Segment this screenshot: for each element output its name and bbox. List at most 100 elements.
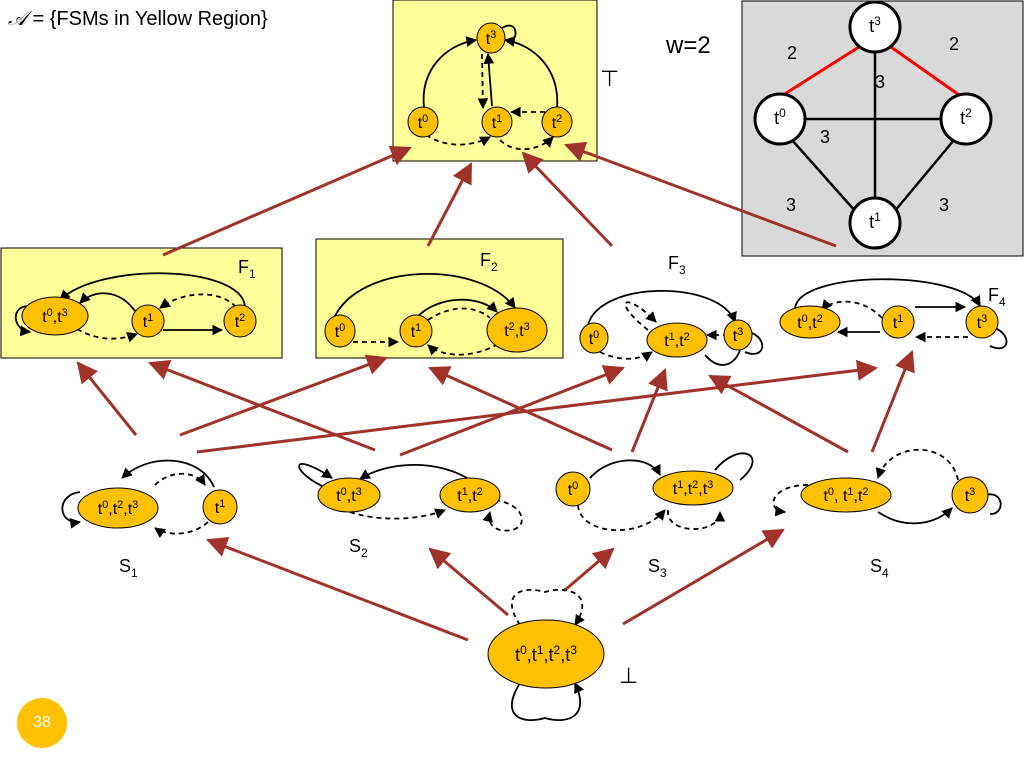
node-label: t0,t2,t3 <box>98 499 139 518</box>
node-label-sup: 1 <box>897 313 903 325</box>
s3-a-b <box>589 459 661 479</box>
node-label: t1,t2 <box>664 331 690 350</box>
node-label: t1 <box>215 498 226 517</box>
node-label-base: ,t <box>560 645 570 665</box>
node-label: t0,t3 <box>336 486 362 505</box>
node-label-base: ,t <box>527 645 537 665</box>
node-label-sup: 1 <box>496 113 502 125</box>
arrow-s1-f2 <box>179 354 388 437</box>
s2-node-b: t1,t2 <box>439 477 501 513</box>
node-label-sup: 3 <box>62 307 68 319</box>
f2-b-c <box>417 298 498 317</box>
arrow-bottom-s2 <box>428 547 509 617</box>
node-label-base: ,t <box>683 481 692 498</box>
weighted-graph-panel: w=2 t3 t0 t2 t1 2 2 3 3 3 3 <box>665 0 1024 257</box>
s3-b-loop <box>667 509 726 530</box>
weight-t0-t1: 3 <box>786 195 796 215</box>
arrow-s3-f3 <box>630 368 668 453</box>
svg-text:F4: F4 <box>988 285 1006 309</box>
node-label-sup: 2 <box>117 499 123 511</box>
top-t1-t2 <box>499 136 554 151</box>
node-label: t2 <box>552 113 563 132</box>
node-label-sup: 1 <box>847 486 853 498</box>
node-label-sup: 2 <box>239 312 245 324</box>
graph-node-t3 <box>848 0 902 54</box>
edge-t3-t2 <box>887 43 963 99</box>
title-symbol: 𝒜 <box>8 6 27 30</box>
node-label: t0 <box>418 113 429 132</box>
node-label-base: t <box>215 500 220 517</box>
node-label: t0, t1,t2 <box>823 486 868 505</box>
arrow-s2-f1 <box>148 360 376 452</box>
svg-text:F3: F3 <box>668 253 686 277</box>
bottom-loop-top <box>510 588 585 626</box>
node-label-base: t <box>98 501 103 518</box>
node-label: t1 <box>893 313 904 332</box>
node-label-base: t <box>797 315 802 332</box>
slide-title: 𝒜 = {FSMs in Yellow Region} <box>8 6 268 31</box>
lattice-arrows <box>76 141 915 642</box>
node-label-sup: 0 <box>520 643 527 657</box>
node-label-base: ,t <box>468 488 477 505</box>
s4-node-b: t3 <box>951 476 989 514</box>
label-f1: F <box>238 257 249 277</box>
node-label-sup: 1 <box>219 498 225 510</box>
arrow-s3-f2 <box>428 366 613 452</box>
arrow-f1-top <box>162 145 412 257</box>
node-label-base: ,t <box>854 488 863 505</box>
arrow-s1-f4 <box>196 359 879 454</box>
f1-c-b <box>159 293 237 309</box>
node-label-base: t <box>486 31 491 48</box>
node-label-base: t <box>733 328 738 345</box>
edge-t3-t0 <box>779 43 863 99</box>
node-label-sup: 0 <box>339 322 345 334</box>
node-label: t3 <box>965 486 976 505</box>
label-f1-sub: 1 <box>249 267 256 281</box>
node-label-sup: 1 <box>677 479 683 491</box>
node-label: t2 <box>235 312 246 331</box>
node-label: t1,t2,t3 <box>673 479 714 498</box>
s1-node-b: t1 <box>202 489 238 525</box>
weight-t3-t0: 2 <box>787 43 797 63</box>
f3-a-c <box>587 290 737 326</box>
top-t3-loop <box>501 24 517 43</box>
node-label-sup: 1 <box>415 322 421 334</box>
label-f2: F <box>480 250 491 270</box>
f1-node-b: t1 <box>131 304 165 338</box>
node-label-base: t <box>235 314 240 331</box>
f3-c-loop <box>744 332 763 355</box>
node-label-sup: 0 <box>593 329 599 341</box>
node-label-base: t <box>42 309 47 326</box>
node-label: t3 <box>977 313 988 332</box>
node-label-base: t <box>965 488 970 505</box>
node-label-sup: 3 <box>969 486 975 498</box>
node-label-sup: 2 <box>477 486 483 498</box>
top-t2-t3 <box>503 36 559 109</box>
arrow-bottom-s1 <box>206 536 469 642</box>
node-label-base: ,t <box>698 481 707 498</box>
node-label: t0,t2 <box>797 313 823 332</box>
graph-node-t0-sub: 0 <box>779 106 786 120</box>
edge-t2-t1 <box>893 139 955 213</box>
node-label-sup: 2 <box>556 113 562 125</box>
f2-node-b: t1 <box>399 314 433 348</box>
node-label: t3 <box>733 326 744 345</box>
s1-b-a-dash <box>154 521 209 538</box>
node-label-sup: 3 <box>707 479 713 491</box>
top-node-t0: t0 <box>407 106 439 138</box>
node-label-sup: 2 <box>817 313 823 325</box>
f4-c-loop <box>989 327 1008 349</box>
label-f3: F <box>668 253 679 273</box>
node-label-sup: 1 <box>147 312 153 324</box>
f1-b-a <box>79 292 136 312</box>
node-label-base: t <box>977 315 982 332</box>
node-label-base: t <box>552 115 557 132</box>
node-label-sup: 0 <box>102 499 108 511</box>
node-label-sup: 1 <box>462 486 468 498</box>
top-t3-t1-dash <box>477 53 489 110</box>
top-node-t1: t1 <box>481 106 513 138</box>
node-label-sup: 0 <box>572 480 578 492</box>
node-label-sup: 0 <box>341 486 347 498</box>
arrow-bottom-s4 <box>622 528 785 626</box>
node-label-sup: 3 <box>570 643 577 657</box>
